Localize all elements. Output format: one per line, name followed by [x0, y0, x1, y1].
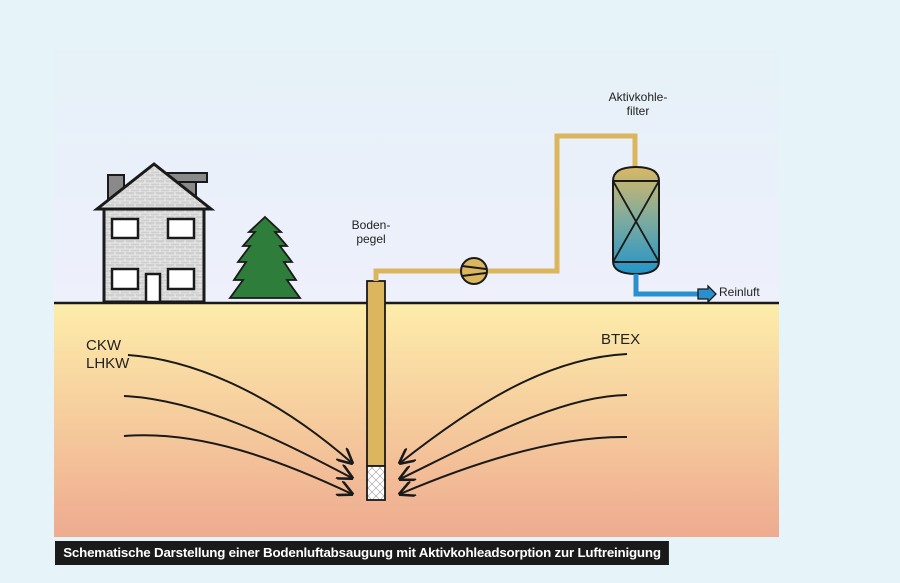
flow-arrow — [123, 434, 352, 494]
borehole-label-line1: Boden- — [351, 218, 391, 232]
flow-arrows-left — [123, 354, 352, 494]
filter-label: Aktivkohle- filter — [598, 90, 678, 119]
tree-icon — [228, 215, 302, 299]
suction-pipe — [373, 133, 638, 281]
flow-arrows-right — [400, 353, 628, 494]
flow-arrow — [400, 353, 628, 463]
house-icon — [92, 162, 216, 304]
flow-arrow — [123, 395, 352, 478]
contaminant-lhkw: LHKW — [86, 355, 130, 372]
flow-arrow — [400, 435, 628, 494]
flow-arrow — [127, 354, 352, 463]
activated-carbon-filter-icon — [612, 165, 660, 276]
pump-icon — [460, 257, 488, 285]
contaminant-btex: BTEX — [601, 331, 641, 348]
contaminant-ckw: CKW — [86, 337, 121, 354]
flow-arrow — [400, 394, 628, 479]
contaminant-label-left: CKW LHKW — [86, 337, 129, 373]
figure-caption: Schematische Darstellung einer Bodenluft… — [55, 541, 669, 565]
borehole-label-line2: pegel — [356, 231, 386, 246]
borehole-pipe — [366, 280, 386, 501]
soil-area — [54, 303, 779, 537]
clean-air-outlet — [633, 274, 717, 304]
borehole-label: Boden- pegel — [346, 218, 396, 247]
filter-label-line1: Aktivkohle- — [608, 90, 668, 104]
filter-label-line2: filter — [626, 103, 650, 118]
clean-air-label: Reinluft — [719, 285, 760, 299]
